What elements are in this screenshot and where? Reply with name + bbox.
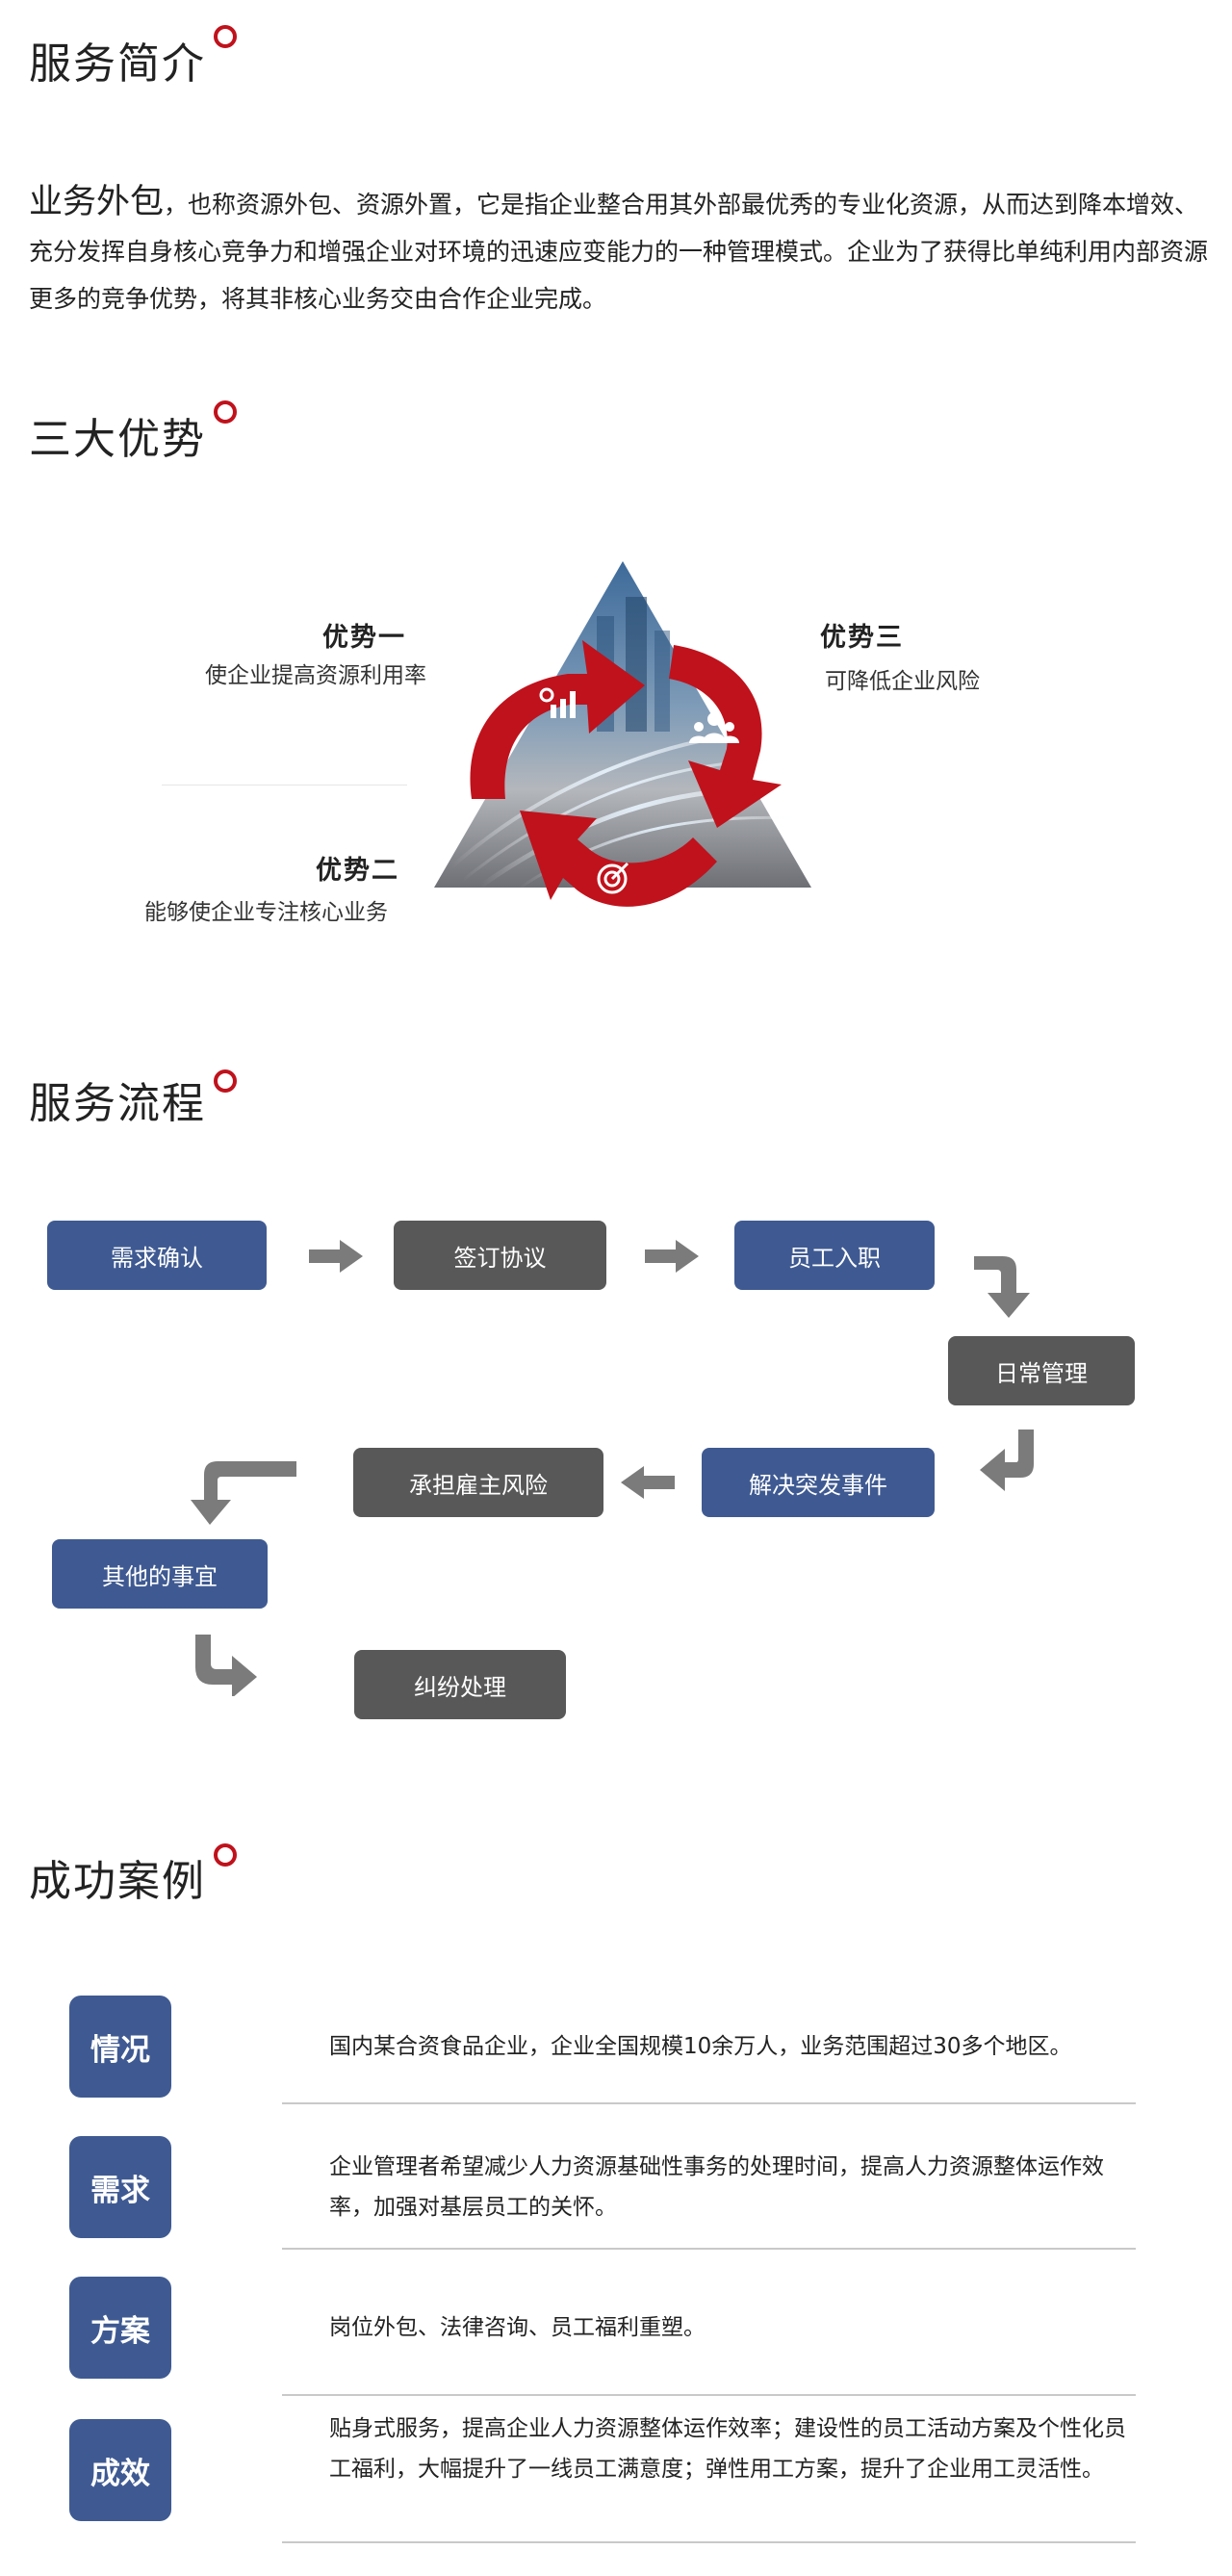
chart-gear-icon bbox=[539, 687, 576, 718]
case-text-demand: 企业管理者希望减少人力资源基础性事务的处理时间，提高人力资源整体运作效率，加强对… bbox=[329, 2154, 1104, 2220]
advantage-3-desc: 可降低企业风险 bbox=[825, 669, 980, 694]
arrow-turn-left-icon bbox=[980, 1430, 1034, 1491]
section-dot-icon bbox=[214, 25, 237, 48]
arrow-right-icon bbox=[309, 1240, 363, 1273]
step-handle-emergency: 解决突发事件 bbox=[702, 1448, 935, 1517]
advantages-triangle-graphic bbox=[434, 561, 811, 907]
case-label-demand: 需求 bbox=[69, 2136, 171, 2238]
advantage-2-name: 优势二 bbox=[316, 856, 399, 886]
people-group-icon bbox=[689, 712, 739, 743]
intro-lead: 业务外包 bbox=[29, 183, 165, 221]
case-divider bbox=[282, 2541, 1136, 2543]
target-icon bbox=[597, 862, 629, 894]
arrow-turn-down-left-icon bbox=[191, 1461, 296, 1525]
step-requirement-confirm: 需求确认 bbox=[47, 1221, 267, 1290]
cycle-arrows bbox=[470, 640, 782, 907]
arrow-right-icon bbox=[645, 1240, 699, 1273]
step-other-matters: 其他的事宜 bbox=[52, 1539, 268, 1609]
intro-paragraph: 业务外包，也称资源外包、资源外置，它是指企业整合用其外部最优秀的专业化资源，从而… bbox=[29, 179, 1222, 322]
advantage-divider bbox=[162, 785, 407, 786]
section-title-process: 服务流程 bbox=[29, 1079, 206, 1128]
case-divider bbox=[282, 2394, 1136, 2396]
case-label-result: 成效 bbox=[69, 2419, 171, 2521]
case-divider bbox=[282, 2248, 1136, 2250]
arrow-left-icon bbox=[621, 1466, 675, 1499]
case-text-result: 贴身式服务，提高企业人力资源整体运作效率；建设性的员工活动方案及个性化员工福利，… bbox=[329, 2416, 1126, 2482]
step-employee-onboard: 员工入职 bbox=[734, 1221, 935, 1290]
section-title-intro: 服务简介 bbox=[29, 39, 206, 89]
section-dot-icon bbox=[214, 400, 237, 424]
advantage-1-name: 优势一 bbox=[322, 623, 406, 653]
arrow-turn-down-icon bbox=[974, 1256, 1030, 1318]
section-title-cases: 成功案例 bbox=[29, 1857, 206, 1906]
intro-body: ，也称资源外包、资源外置，它是指企业整合用其外部最优秀的专业化资源，从而达到降本… bbox=[29, 191, 1209, 313]
case-text-situation: 国内某合资食品企业，企业全国规模10余万人，业务范围超过30多个地区。 bbox=[329, 2034, 1072, 2059]
section-dot-icon bbox=[214, 1843, 237, 1867]
section-title-advantages: 三大优势 bbox=[29, 415, 206, 464]
advantage-3-name: 优势三 bbox=[820, 623, 904, 653]
case-text-solution: 岗位外包、法律咨询、员工福利重塑。 bbox=[329, 2315, 706, 2340]
step-employer-risk: 承担雇主风险 bbox=[353, 1448, 603, 1517]
advantage-2-desc: 能够使企业专注核心业务 bbox=[144, 900, 388, 925]
case-label-situation: 情况 bbox=[69, 1996, 171, 2098]
case-divider bbox=[282, 2102, 1136, 2104]
section-dot-icon bbox=[214, 1069, 237, 1093]
advantage-1-desc: 使企业提高资源利用率 bbox=[205, 663, 426, 688]
arrow-turn-right-icon bbox=[195, 1635, 257, 1696]
step-daily-management: 日常管理 bbox=[948, 1336, 1135, 1405]
step-dispute-handling: 纠纷处理 bbox=[354, 1650, 566, 1719]
step-sign-agreement: 签订协议 bbox=[394, 1221, 606, 1290]
case-label-solution: 方案 bbox=[69, 2277, 171, 2379]
